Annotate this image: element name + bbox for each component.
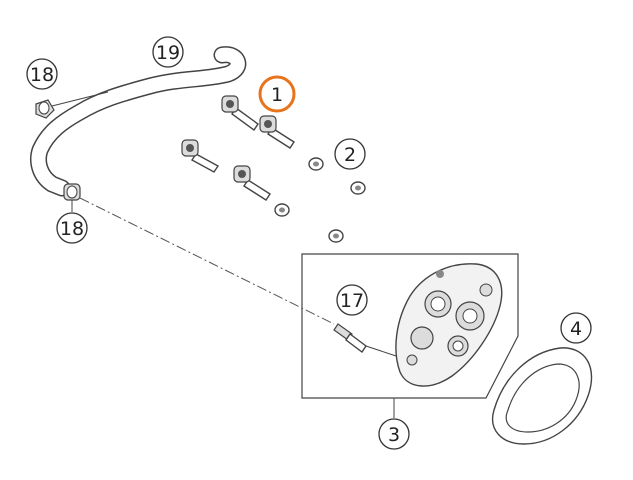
- screw-4: [233, 165, 271, 201]
- callout-17: 17: [336, 284, 368, 316]
- cylinder-head-cover: [395, 263, 503, 387]
- washer-1: [308, 157, 324, 171]
- callout-17-label: 17: [340, 290, 364, 312]
- cover-assembly-frame: [301, 253, 519, 399]
- callout-3: 3: [378, 418, 410, 450]
- hose-clamp-upper: [35, 99, 55, 119]
- callout-18-lower: 18: [56, 212, 88, 244]
- callout-18-upper: 18: [26, 58, 58, 90]
- washer-4: [328, 229, 344, 243]
- callout-18-lower-label: 18: [60, 218, 84, 240]
- callout-18-upper-label: 18: [30, 64, 54, 86]
- callout-1-highlighted[interactable]: 1: [258, 75, 296, 113]
- screw-1: [221, 95, 259, 131]
- washer-2: [350, 181, 366, 195]
- leader-18a: [51, 91, 109, 107]
- callout-4-label: 4: [570, 318, 582, 340]
- callout-2-label: 2: [344, 144, 356, 166]
- callout-3-label: 3: [388, 424, 400, 446]
- callout-4: 4: [560, 312, 592, 344]
- callout-19: 19: [152, 36, 184, 68]
- screw-2: [259, 115, 295, 149]
- hose-part-19: [30, 46, 247, 197]
- leader-dash-18b: [79, 197, 335, 325]
- callout-1-label: 1: [271, 84, 283, 106]
- washer-3: [274, 203, 290, 217]
- cover-gasket: [491, 347, 593, 445]
- screw-3: [181, 139, 220, 173]
- callout-19-label: 19: [156, 42, 180, 64]
- sensor-part-17: [333, 323, 397, 357]
- callout-2: 2: [334, 138, 366, 170]
- hose-clamp-lower: [63, 183, 81, 201]
